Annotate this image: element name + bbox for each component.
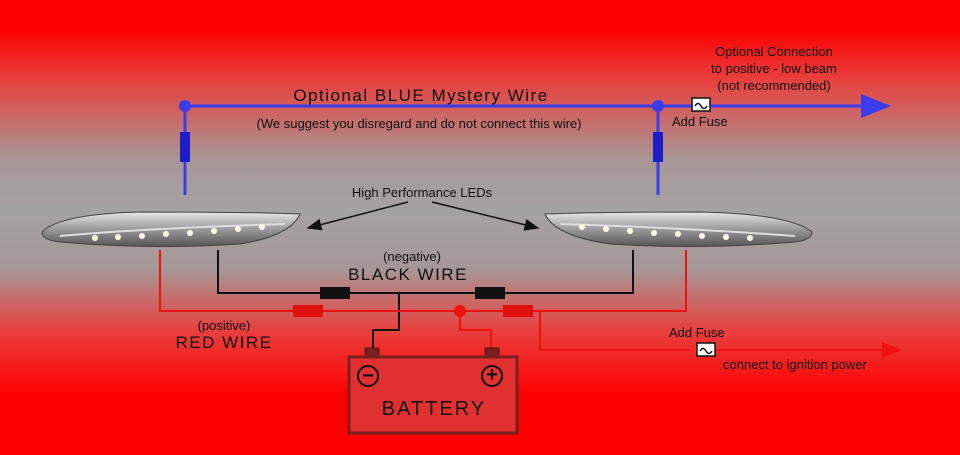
optional-connection-line1: Optional Connection — [715, 44, 833, 59]
right-led-strip — [544, 211, 813, 248]
blue-wire-label: Optional BLUE Mystery Wire — [293, 86, 549, 105]
blue-wire — [179, 94, 891, 195]
blue-wire-note: (We suggest you disregard and do not con… — [256, 116, 582, 131]
led-pointer-arrows — [306, 201, 540, 231]
red-wire — [159, 250, 902, 358]
add-fuse-top-label: Add Fuse — [672, 114, 728, 129]
battery-label: BATTERY — [381, 398, 487, 420]
battery-plus-symbol: + — [486, 364, 498, 386]
add-fuse-bottom-label: Add Fuse — [669, 325, 725, 340]
battery-minus-symbol: − — [362, 365, 374, 387]
left-led-strip — [41, 211, 301, 248]
leds-label: High Performance LEDs — [351, 185, 493, 200]
fuse-top-icon — [691, 97, 711, 112]
battery-icon — [347, 347, 519, 435]
negative-label: (negative) — [383, 249, 441, 264]
positive-label: (positive) — [197, 318, 251, 333]
ignition-label: connect to ignition power — [723, 357, 867, 372]
black-wire-label: BLACK WIRE — [348, 265, 468, 284]
optional-connection-line2: to positive - low beam — [711, 61, 837, 76]
red-wire-label: RED WIRE — [175, 333, 273, 352]
optional-connection-line3: (not recommended) — [717, 78, 831, 93]
fuse-bottom-icon — [696, 342, 716, 357]
